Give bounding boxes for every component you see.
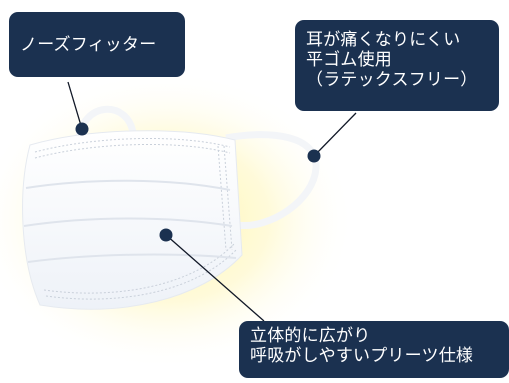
leader-line-ear: [314, 112, 357, 156]
ear-loop-label: 耳が痛くなりにくい 平ゴム使用 （ラテックスフリー）: [295, 20, 499, 111]
nose-fitter-label: ノーズフィッター: [9, 12, 185, 77]
pleat-marker: [159, 228, 173, 242]
nose-fitter-marker: [75, 122, 89, 136]
mask-body: [22, 130, 243, 310]
leader-line-nose: [67, 81, 83, 130]
ear-loop-right: [225, 131, 320, 230]
leader-line-pleats: [165, 234, 265, 322]
ear-loop-marker: [307, 149, 321, 163]
pleats-label: 立体的に広がり 呼吸がしやすいプリーツ仕様: [239, 321, 509, 378]
